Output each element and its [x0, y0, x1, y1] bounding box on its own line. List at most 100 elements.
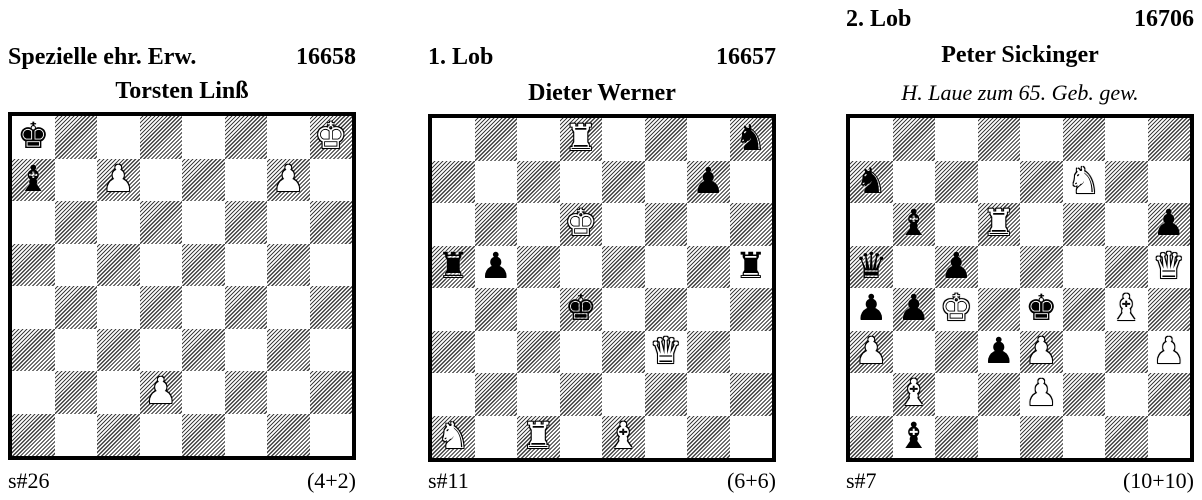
square-f5: [1063, 246, 1106, 289]
square-h1: [310, 414, 353, 457]
square-f8: [225, 116, 268, 159]
square-h7: [310, 159, 353, 202]
white-pawn-icon: ♟: [1020, 373, 1063, 416]
square-f7: [225, 159, 268, 202]
square-c2: [935, 373, 978, 416]
black-rook-icon: ♜: [432, 246, 475, 289]
square-g2: [687, 373, 730, 416]
square-e3: [602, 331, 645, 374]
square-e6: [182, 201, 225, 244]
square-g1: [1105, 416, 1148, 459]
square-c3: [517, 331, 560, 374]
stipulation: s#11: [428, 468, 469, 494]
problem-footer: s#7 (10+10): [846, 468, 1194, 496]
chess-board: ♞♞♝♜♟♛♟♛♟♟♚♚♝♟♟♟♟♝♟♝: [846, 114, 1194, 462]
problem-header: 1. Lob 16657: [428, 44, 776, 72]
square-b1: [475, 416, 518, 459]
square-e4: [182, 286, 225, 329]
square-a3: [12, 329, 55, 372]
square-e8: [602, 118, 645, 161]
square-h1: [730, 416, 773, 459]
square-c7: [517, 161, 560, 204]
stipulation: s#26: [8, 468, 50, 494]
square-d7: [560, 161, 603, 204]
square-h6: [310, 201, 353, 244]
square-h4: [730, 288, 773, 331]
square-f1: [1063, 416, 1106, 459]
square-c5: [97, 244, 140, 287]
black-bishop-icon: ♝: [893, 203, 936, 246]
square-e2: [182, 371, 225, 414]
square-d8: [140, 116, 183, 159]
black-king-icon: ♚: [560, 288, 603, 331]
square-c8: [935, 118, 978, 161]
square-g5: [267, 244, 310, 287]
square-a2: [432, 373, 475, 416]
square-c1: [935, 416, 978, 459]
square-f1: [225, 414, 268, 457]
square-b3: [893, 331, 936, 374]
square-b8: [55, 116, 98, 159]
white-rook-icon: ♜: [517, 416, 560, 459]
square-e7: [182, 159, 225, 202]
square-a5: [12, 244, 55, 287]
square-g7: [1105, 161, 1148, 204]
square-c7: [935, 161, 978, 204]
square-b7: [55, 159, 98, 202]
award-label: 1. Lob: [428, 44, 493, 71]
square-g4: [687, 288, 730, 331]
black-pawn-icon: ♟: [475, 246, 518, 289]
square-a6: [12, 201, 55, 244]
black-pawn-icon: ♟: [1148, 203, 1191, 246]
black-rook-icon: ♜: [730, 246, 773, 289]
chess-board: ♚♝♟♟♚♟: [8, 112, 356, 460]
black-bishop-icon: ♝: [893, 416, 936, 459]
black-queen-icon: ♛: [850, 246, 893, 289]
white-rook-icon: ♜: [560, 118, 603, 161]
square-d5: [560, 246, 603, 289]
square-a6: [850, 203, 893, 246]
problem-number: 16658: [296, 44, 356, 71]
square-d5: [978, 246, 1021, 289]
stipulation: s#7: [846, 468, 877, 494]
square-d1: [140, 414, 183, 457]
piece-count: (4+2): [307, 468, 356, 494]
problem-header: 2. Lob 16706: [846, 6, 1194, 34]
square-h4: [1148, 288, 1191, 331]
square-a8: [850, 118, 893, 161]
black-bishop-icon: ♝: [12, 159, 55, 202]
square-b6: [475, 203, 518, 246]
square-c4: [517, 288, 560, 331]
square-a7: [432, 161, 475, 204]
square-b3: [55, 329, 98, 372]
square-f8: [645, 118, 688, 161]
square-d5: [140, 244, 183, 287]
white-knight-icon: ♞: [1063, 161, 1106, 204]
white-bishop-icon: ♝: [893, 373, 936, 416]
square-e8: [1020, 118, 1063, 161]
square-d1: [978, 416, 1021, 459]
square-a1: [12, 414, 55, 457]
square-g5: [1105, 246, 1148, 289]
problem-number: 16657: [716, 44, 776, 71]
white-pawn-icon: ♟: [267, 159, 310, 202]
square-f4: [225, 286, 268, 329]
problem-footer: s#26 (4+2): [8, 468, 356, 496]
square-h3: [310, 329, 353, 372]
square-f4: [645, 288, 688, 331]
square-a2: [850, 373, 893, 416]
chess-board: ♜♞♟♚♜♟♜♚♛♞♜♝: [428, 114, 776, 462]
square-d3: [140, 329, 183, 372]
square-f7: [645, 161, 688, 204]
white-knight-icon: ♞: [432, 416, 475, 459]
square-b1: [55, 414, 98, 457]
square-c2: [97, 371, 140, 414]
square-b6: [55, 201, 98, 244]
square-d8: [978, 118, 1021, 161]
square-c6: [935, 203, 978, 246]
square-d3: [560, 331, 603, 374]
award-label: Spezielle ehr. Erw.: [8, 44, 196, 71]
piece-count: (10+10): [1123, 468, 1194, 494]
square-g6: [267, 201, 310, 244]
square-c3: [97, 329, 140, 372]
